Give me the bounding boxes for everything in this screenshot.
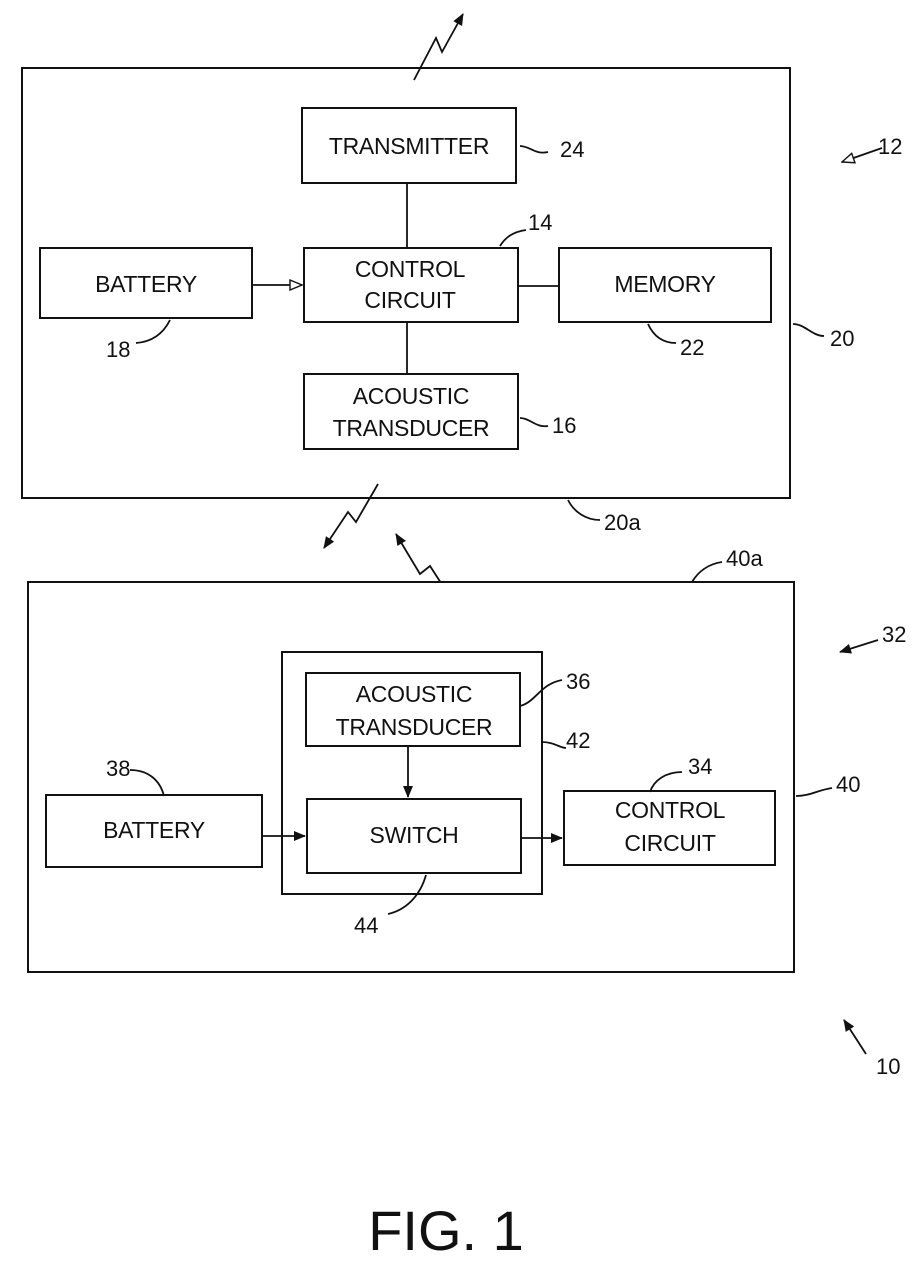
ref-44: 44 [354,913,378,938]
ref-20-leader [793,324,824,336]
ref-12: 12 [878,134,902,159]
control-circuit-label-line1: CONTROL [355,256,466,282]
ref-10-arrow [844,1020,866,1054]
ref-14: 14 [528,210,552,235]
acoustic-transducer-label-line2: TRANSDUCER [333,415,490,441]
ref-42: 42 [566,728,590,753]
receiver-acoustic-transducer-label-line1: ACOUSTIC [356,681,472,707]
acoustic-transducer-label-line1: ACOUSTIC [353,383,469,409]
ref-38: 38 [106,756,130,781]
receiver-acoustic-transducer-label-line2: TRANSDUCER [336,714,493,740]
figure-label: FIG. 1 [368,1199,524,1262]
ref-40-leader [796,788,832,796]
ref-20a: 20a [604,510,641,535]
ref-16: 16 [552,413,576,438]
ref-20a-leader [568,500,600,520]
transmitter-label: TRANSMITTER [329,133,489,159]
ref-20: 20 [830,326,854,351]
receiver-battery-label: BATTERY [103,817,205,843]
ref-22: 22 [680,335,704,360]
battery-label: BATTERY [95,271,197,297]
receiver-control-circuit-label-line1: CONTROL [615,797,726,823]
ref-32: 32 [882,622,906,647]
ref-36: 36 [566,669,590,694]
ref-18: 18 [106,337,130,362]
ref-12-arrow [842,148,882,162]
ref-24: 24 [560,137,584,162]
switch-label: SWITCH [370,822,459,848]
control-circuit-label-line2: CIRCUIT [364,287,455,313]
ref-40: 40 [836,772,860,797]
ref-40a: 40a [726,546,763,571]
receiver-control-circuit-label-line2: CIRCUIT [624,830,715,856]
ref-10: 10 [876,1054,900,1079]
ref-40a-leader [692,562,722,582]
memory-label: MEMORY [614,271,715,297]
ref-34: 34 [688,754,712,779]
ref-32-arrow [840,640,878,652]
